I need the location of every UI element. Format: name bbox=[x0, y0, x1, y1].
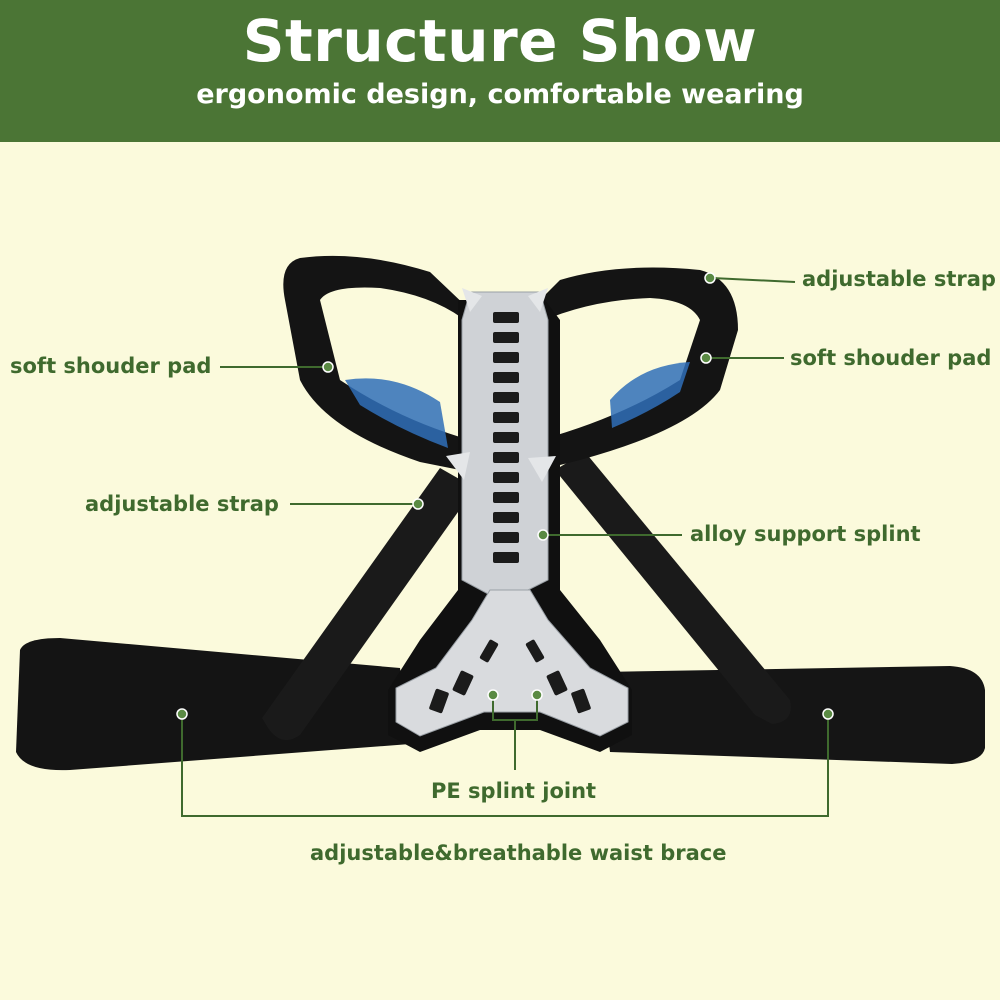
pe-splint-joint-plate bbox=[395, 589, 629, 737]
shoulder-pad-right-accent bbox=[610, 362, 690, 428]
page-title: Structure Show bbox=[242, 7, 758, 75]
label-waist-brace: adjustable&breathable waist brace bbox=[310, 841, 727, 865]
buckle-mid-right bbox=[528, 456, 556, 482]
waist-brace-right bbox=[600, 666, 985, 764]
label-alloy-support-splint: alloy support splint bbox=[690, 522, 921, 546]
label-adjustable-strap-top: adjustable strap bbox=[802, 267, 996, 291]
cross-strap-right bbox=[555, 452, 791, 724]
label-pe-splint-joint: PE splint joint bbox=[431, 779, 597, 803]
splint-slots bbox=[493, 312, 519, 563]
shoulder-pad-left-accent bbox=[345, 378, 448, 448]
label-soft-shoulder-pad-right: soft shouder pad bbox=[790, 346, 992, 370]
leader-lines bbox=[181, 277, 829, 817]
shoulder-strap-left bbox=[283, 255, 470, 470]
label-adjustable-strap-left: adjustable strap bbox=[85, 492, 279, 516]
shoulder-strap-right bbox=[530, 267, 738, 468]
cross-strap-left bbox=[262, 468, 475, 741]
buckle-top-right bbox=[528, 288, 548, 312]
joint-plate-slots bbox=[429, 639, 591, 714]
buckle-top-left bbox=[462, 288, 482, 312]
label-soft-shoulder-pad-left: soft shouder pad bbox=[10, 354, 212, 378]
header-banner: Structure Show ergonomic design, comfort… bbox=[0, 0, 1000, 142]
page-subtitle: ergonomic design, comfortable wearing bbox=[196, 79, 804, 110]
callout-dots bbox=[176, 272, 834, 720]
buckle-mid-left bbox=[446, 452, 470, 480]
